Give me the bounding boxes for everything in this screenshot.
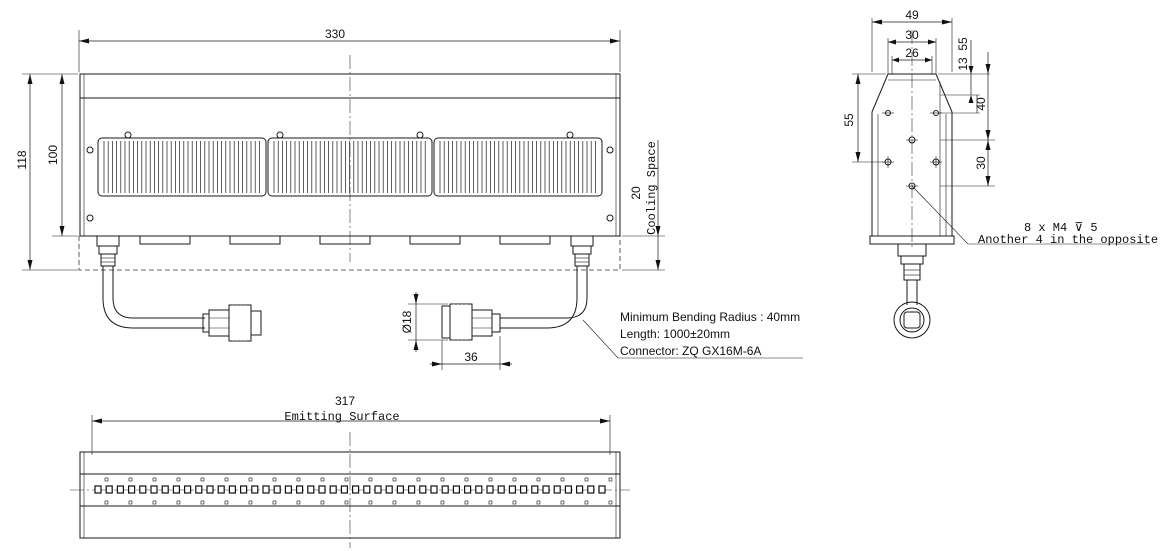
hole-note-line2: Another 4 in the opposite — [978, 233, 1158, 247]
dim-height-118: 118 — [15, 150, 29, 169]
dim-emitting-317: 317 — [335, 394, 355, 408]
bottom-view: 317 Emitting Surface — [70, 394, 630, 548]
side-cable-gland — [893, 243, 931, 339]
dim-width-330: 330 — [325, 27, 345, 41]
dim-connector-length: 36 — [464, 350, 478, 364]
cable-note-length: Length: 1000±20mm — [620, 327, 730, 341]
cable-gland-right — [570, 235, 594, 267]
dim-30-right: 30 — [974, 156, 988, 170]
dim-cooling-20: 20 — [629, 186, 643, 200]
emitting-surface-label: Emitting Surface — [284, 410, 399, 424]
cable-note-connector: Connector: ZQ GX16M-6A — [620, 344, 761, 358]
cable-note-bending-radius: Minimum Bending Radius : 40mm — [620, 310, 800, 324]
cables — [102, 266, 588, 329]
cooling-space-label: Cooling Space — [645, 141, 659, 235]
hole-note-line1: 8 x M4 ⊽ 5 — [1024, 221, 1098, 235]
dim-49: 49 — [905, 8, 919, 22]
front-view: 330 — [15, 27, 803, 370]
connector-right — [441, 303, 501, 341]
dim-height-100: 100 — [46, 145, 60, 165]
dim-connector-diameter: Ø18 — [400, 310, 414, 333]
heat-sink-fins — [103, 141, 596, 193]
screw-holes — [86, 131, 614, 222]
dim-40: 40 — [974, 97, 988, 111]
dim-13: 13 — [956, 57, 970, 71]
dim-55-right: 55 — [956, 37, 970, 51]
connector-left — [202, 304, 262, 342]
bottom-view-marks — [104, 477, 613, 505]
led-array — [94, 485, 606, 494]
dim-55-left: 55 — [842, 113, 856, 127]
cable-gland-left — [96, 235, 120, 267]
side-view: 49 30 26 — [842, 8, 1158, 339]
bottom-tabs — [139, 235, 551, 245]
